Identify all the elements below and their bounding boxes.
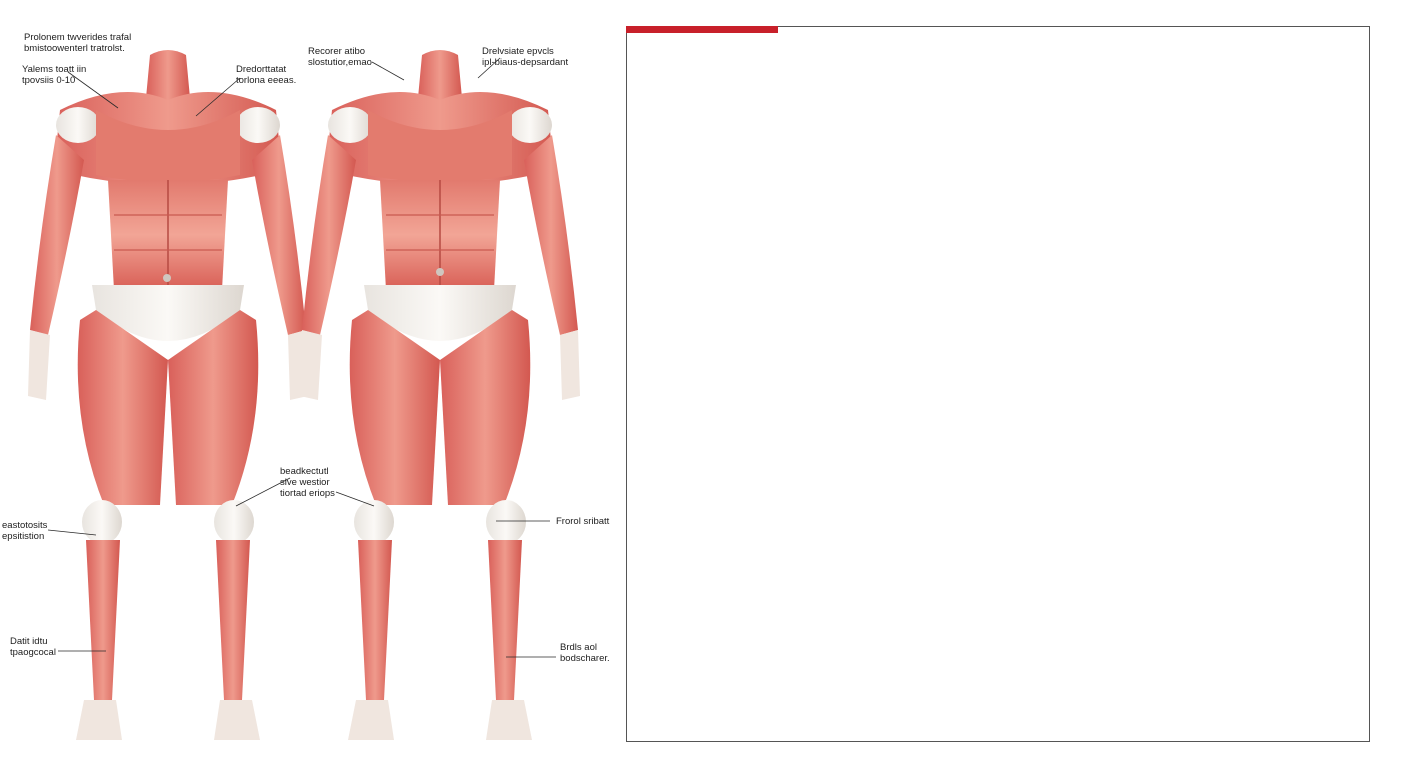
organ-panel bbox=[626, 26, 1370, 742]
body-right-label-4: Frorol sribatt bbox=[556, 516, 610, 527]
panel-accent-bar bbox=[626, 26, 778, 33]
muscle-figure-right bbox=[300, 50, 580, 740]
muscle-figure-left bbox=[28, 50, 308, 740]
body-leader-lines bbox=[47, 57, 556, 658]
